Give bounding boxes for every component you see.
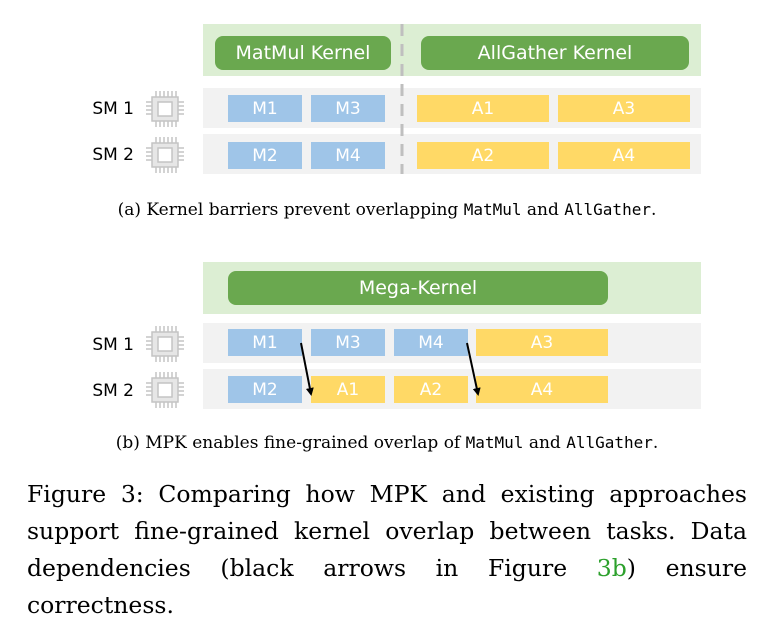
task-m4: M4	[311, 142, 385, 169]
matmul-kernel: MatMul Kernel	[215, 36, 391, 70]
caption-text: (b) MPK enables fine-grained overlap of	[115, 433, 466, 453]
sm-label: SM 2	[92, 145, 134, 165]
task-a4: A4	[476, 376, 608, 403]
subcaption-a: (a) Kernel barriers prevent overlapping …	[0, 200, 774, 220]
chip-icon	[146, 91, 184, 127]
task-m2: M2	[228, 376, 302, 403]
caption-text: and	[521, 200, 565, 220]
task-a3: A3	[558, 95, 690, 122]
chip-icon	[146, 372, 184, 408]
caption-text: (a) Kernel barriers prevent overlapping	[117, 200, 464, 220]
chip-icon	[146, 137, 184, 173]
subcaption-b: (b) MPK enables fine-grained overlap of …	[0, 433, 774, 453]
task-a2: A2	[417, 142, 549, 169]
task-m1: M1	[228, 329, 302, 356]
sm-label: SM 2	[92, 381, 134, 401]
task-m3: M3	[311, 95, 385, 122]
task-a1: A1	[417, 95, 549, 122]
figure-reference-link[interactable]: 3b	[596, 554, 627, 582]
caption-text: .	[652, 433, 659, 453]
caption-text: and	[523, 433, 567, 453]
task-m2: M2	[228, 142, 302, 169]
task-m4: M4	[394, 329, 468, 356]
allgather-kernel: AllGather Kernel	[421, 36, 689, 70]
task-a1: A1	[311, 376, 385, 403]
task-m3: M3	[311, 329, 385, 356]
chip-icon	[146, 326, 184, 362]
figure-caption-text: Figure 3: Comparing how MPK and existing…	[27, 480, 747, 582]
task-a4: A4	[558, 142, 690, 169]
code-text: MatMul	[465, 433, 524, 452]
task-a3: A3	[476, 329, 608, 356]
caption-text: .	[650, 200, 657, 220]
task-m1: M1	[228, 95, 302, 122]
task-a2: A2	[394, 376, 468, 403]
kernel-barrier-line	[400, 24, 404, 174]
code-text: MatMul	[463, 200, 522, 219]
sm-label: SM 1	[92, 99, 134, 119]
figure-caption: Figure 3: Comparing how MPK and existing…	[27, 476, 747, 624]
code-text: AllGather	[566, 433, 653, 452]
sm-label: SM 1	[92, 335, 134, 355]
code-text: AllGather	[564, 200, 651, 219]
mega-kernel: Mega-Kernel	[228, 271, 608, 305]
